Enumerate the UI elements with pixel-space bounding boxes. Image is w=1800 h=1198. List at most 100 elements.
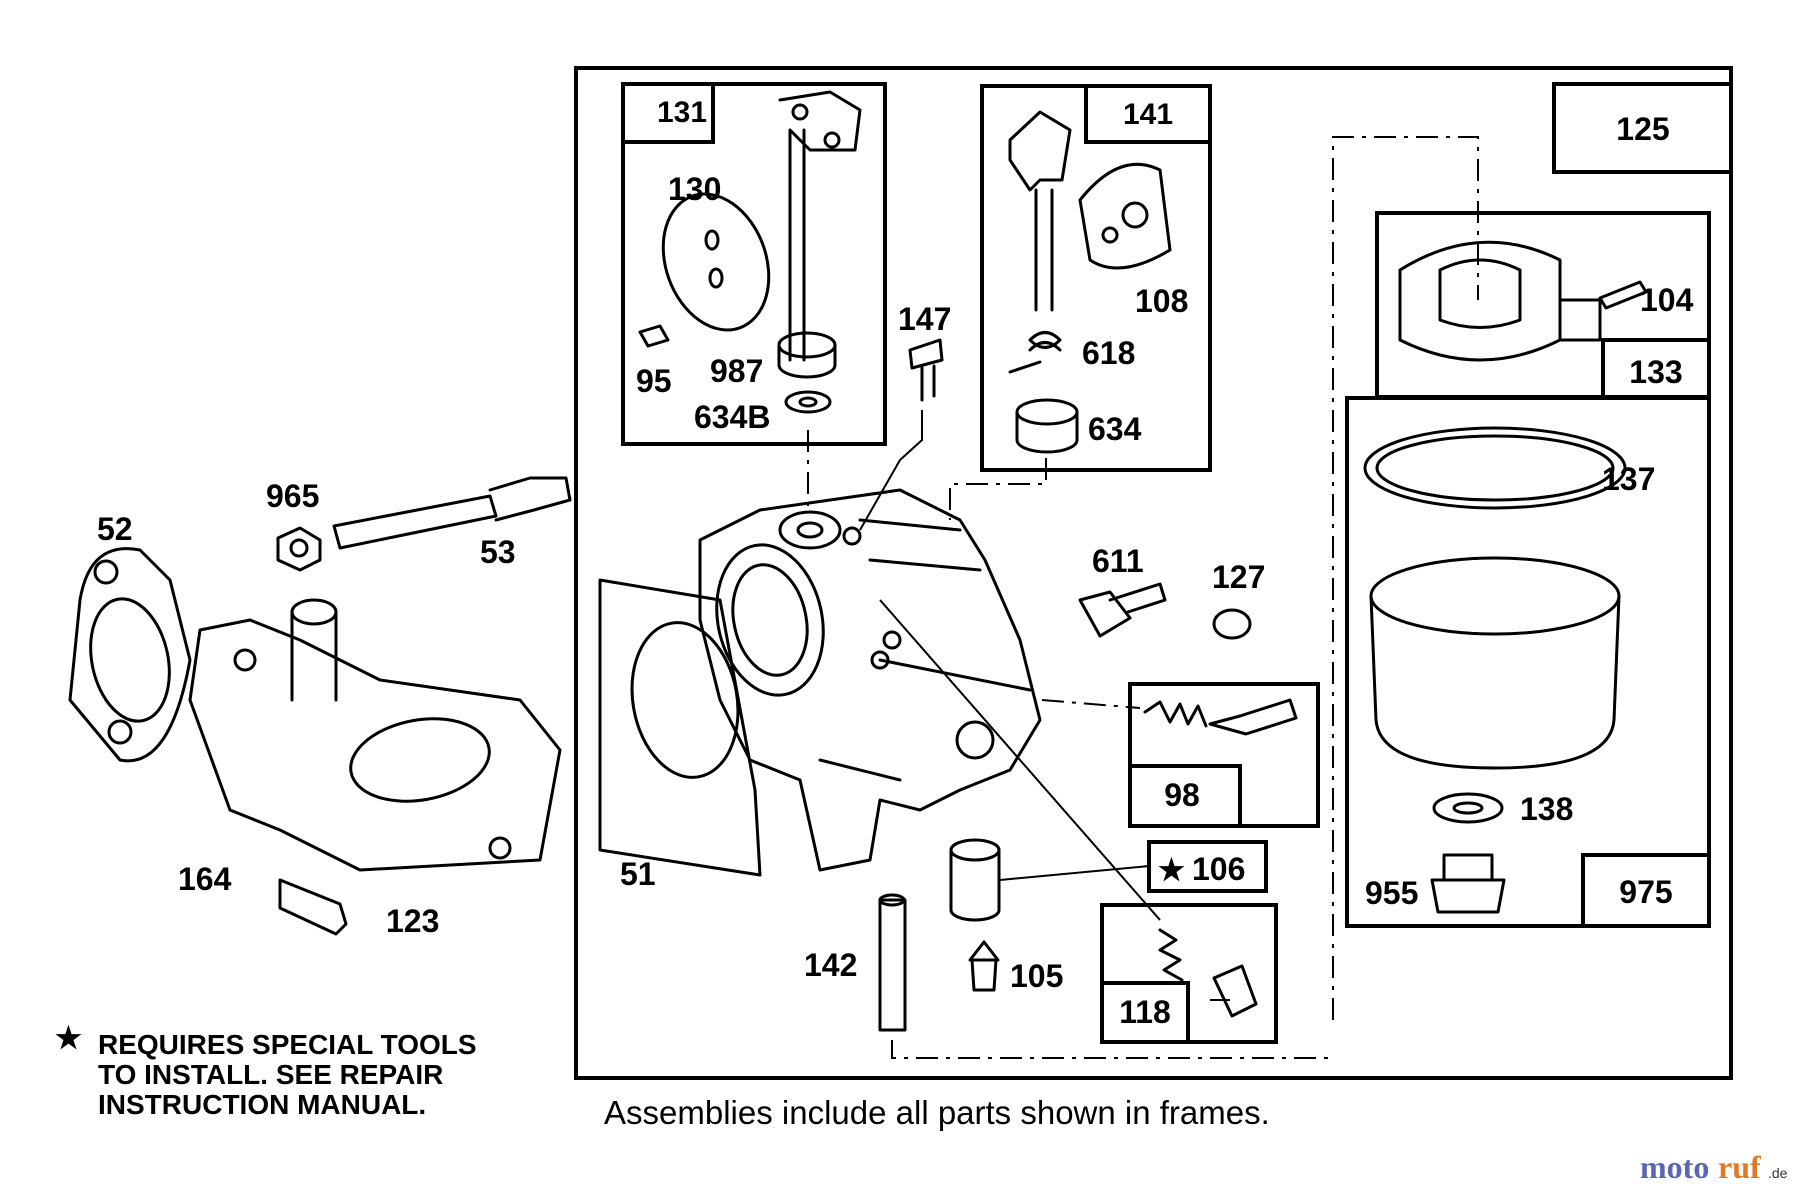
label-131: 131 bbox=[657, 96, 707, 129]
spring-icon bbox=[1008, 331, 1062, 374]
carb-ridge bbox=[818, 518, 1032, 782]
note-line-3: INSTRUCTION MANUAL. bbox=[98, 1089, 426, 1120]
label-98: 98 bbox=[1164, 777, 1200, 813]
throttle-shaft-icon bbox=[778, 90, 862, 362]
manifold-port bbox=[349, 717, 491, 803]
washer-icon bbox=[1432, 792, 1504, 824]
star-106: ★ bbox=[1158, 854, 1185, 887]
frame-131 bbox=[621, 82, 887, 446]
manifold-hole bbox=[233, 648, 257, 672]
spring-icon bbox=[1143, 700, 1208, 728]
label-118: 118 bbox=[1119, 994, 1171, 1030]
bowl-icon bbox=[1369, 556, 1621, 636]
label-box-131 bbox=[621, 82, 715, 144]
frame-975 bbox=[1345, 396, 1711, 928]
manifold-hole bbox=[488, 836, 512, 860]
label-box-975 bbox=[1581, 853, 1711, 928]
intake-gasket-icon bbox=[68, 547, 192, 763]
plate-hole bbox=[1121, 201, 1149, 229]
frame-98 bbox=[1128, 682, 1320, 828]
assemblies-caption: Assemblies include all parts shown in fr… bbox=[604, 1094, 1270, 1131]
label-51: 51 bbox=[620, 856, 656, 892]
label-955: 955 bbox=[1365, 875, 1418, 911]
watermark-part2: ruf bbox=[1718, 1149, 1761, 1185]
label-123: 123 bbox=[386, 903, 439, 939]
gasket-icon bbox=[1363, 426, 1627, 510]
shaft-hole bbox=[823, 131, 841, 149]
gasket-opening bbox=[89, 597, 171, 723]
screw-icon bbox=[278, 878, 348, 936]
plate-hole bbox=[1101, 226, 1119, 244]
label-box-141 bbox=[1084, 84, 1212, 144]
washer-icon bbox=[784, 390, 832, 414]
seal-icon bbox=[777, 331, 837, 359]
carb-throttle-boss bbox=[778, 510, 842, 550]
manifold-inlet bbox=[290, 598, 338, 626]
leader-line bbox=[879, 599, 1161, 921]
nut-icon bbox=[276, 526, 322, 572]
welch-plug-icon bbox=[1212, 608, 1252, 640]
bowl-bolt-icon bbox=[1430, 853, 1506, 914]
washer-hole bbox=[1452, 801, 1484, 815]
label-147: 147 bbox=[898, 301, 951, 337]
screw-icon bbox=[638, 324, 670, 348]
label-130: 130 bbox=[668, 171, 721, 207]
nut-hole bbox=[289, 538, 309, 558]
label-987: 987 bbox=[710, 353, 763, 389]
carb-screw-hole bbox=[842, 526, 862, 546]
main-frame bbox=[574, 66, 1733, 1080]
label-634: 634 bbox=[1088, 411, 1142, 447]
bowl-body bbox=[1369, 594, 1621, 770]
label-141: 141 bbox=[1123, 98, 1173, 131]
intake-manifold-icon bbox=[188, 618, 562, 872]
label-634b: 634B bbox=[694, 399, 771, 435]
emulsion-tube-icon bbox=[878, 898, 907, 1032]
nozzle-body bbox=[949, 848, 1001, 922]
nozzle-icon bbox=[949, 838, 1001, 862]
leader-line bbox=[859, 410, 923, 531]
carburetor-body-icon bbox=[698, 488, 1042, 872]
carb-gasket-icon bbox=[598, 578, 762, 877]
watermark-part1: moto bbox=[1640, 1149, 1709, 1185]
gasket-hole bbox=[107, 719, 133, 745]
guide-line bbox=[891, 1040, 1333, 1059]
label-104: 104 bbox=[1640, 282, 1694, 318]
frame-125 bbox=[1552, 82, 1733, 174]
idle-screw-icon bbox=[1212, 964, 1258, 1018]
seal-body bbox=[777, 343, 837, 379]
stud-icon bbox=[332, 476, 572, 550]
choke-plate-icon bbox=[1078, 162, 1172, 270]
label-125: 125 bbox=[1616, 111, 1669, 147]
note-line-2: TO INSTALL. SEE REPAIR bbox=[98, 1059, 443, 1090]
label-618: 618 bbox=[1082, 335, 1135, 371]
label-133: 133 bbox=[1629, 354, 1682, 390]
label-965: 965 bbox=[266, 478, 319, 514]
guide-line bbox=[949, 458, 1047, 520]
label-box-118 bbox=[1100, 981, 1190, 1044]
label-975: 975 bbox=[1619, 874, 1672, 910]
label-142: 142 bbox=[804, 947, 857, 983]
plate-hole bbox=[704, 229, 720, 251]
note-line-1: REQUIRES SPECIAL TOOLS bbox=[98, 1029, 477, 1060]
float-icon bbox=[1398, 240, 1602, 362]
throttle-plate-icon bbox=[661, 192, 771, 332]
seal-icon bbox=[1015, 398, 1079, 426]
pin-icon bbox=[1598, 280, 1648, 310]
label-52: 52 bbox=[97, 511, 133, 547]
label-164: 164 bbox=[178, 861, 232, 897]
gasket-hole bbox=[93, 559, 119, 585]
carb-bore bbox=[715, 543, 825, 697]
label-53: 53 bbox=[480, 534, 516, 570]
label-105: 105 bbox=[1010, 958, 1063, 994]
plate-hole bbox=[708, 267, 724, 289]
note-star: ★ bbox=[55, 1022, 82, 1055]
washer-hole bbox=[798, 396, 818, 408]
label-108: 108 bbox=[1135, 283, 1188, 319]
tube-top bbox=[878, 893, 906, 907]
screw-icon bbox=[908, 338, 944, 402]
label-95: 95 bbox=[636, 363, 672, 399]
spring-icon bbox=[1158, 928, 1184, 982]
carb-screw-hole bbox=[870, 650, 890, 670]
